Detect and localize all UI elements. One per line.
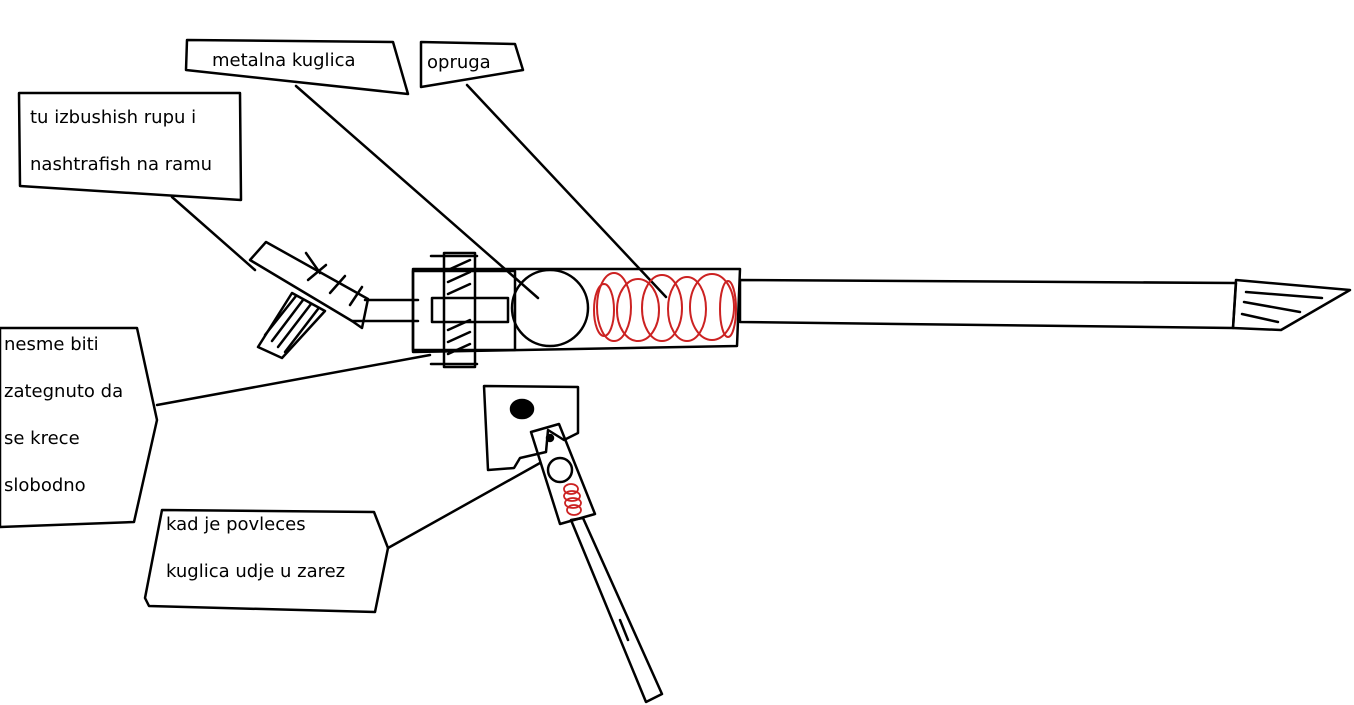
- spring-label-box: [419, 40, 525, 89]
- spring-leader: [465, 83, 668, 299]
- pull-label-line2: kuglica udje u zarez: [166, 561, 345, 582]
- pull-label-line1: kad je povleces: [166, 514, 306, 535]
- not-tight-leader: [155, 353, 432, 407]
- drill-hole-label-line1: tu izbushish rupu i: [30, 107, 196, 128]
- not-tight-label-line4: slobodno: [4, 475, 86, 496]
- frame-mount-bracket: [248, 240, 420, 360]
- drill-hole-label-box: [17, 91, 243, 202]
- metal-ball: [510, 268, 590, 348]
- metal-ball-label-box: [184, 38, 410, 96]
- drill-hole-label-line2: nashtrafish na ramu: [30, 154, 212, 175]
- pull-leader: [386, 461, 542, 550]
- drill-hole-leader: [170, 195, 257, 272]
- metal-ball-leader: [294, 84, 540, 300]
- leg-foot: [1231, 278, 1352, 332]
- spring-label: opruga: [427, 52, 491, 73]
- kickstand-leg-side: [529, 422, 664, 704]
- main-body-tube: [411, 267, 742, 354]
- not-tight-label-line1: nesme biti: [4, 334, 99, 355]
- not-tight-label-line3: se krece: [4, 428, 80, 449]
- pull-label-box: [143, 508, 390, 614]
- not-tight-label-box: [0, 326, 159, 529]
- metal-ball-label: metalna kuglica: [212, 50, 356, 71]
- spring-coils-small: [563, 483, 582, 516]
- not-tight-label-line2: zategnuto da: [4, 381, 123, 402]
- leg-rod: [738, 278, 1238, 330]
- spring-coils: [593, 272, 737, 342]
